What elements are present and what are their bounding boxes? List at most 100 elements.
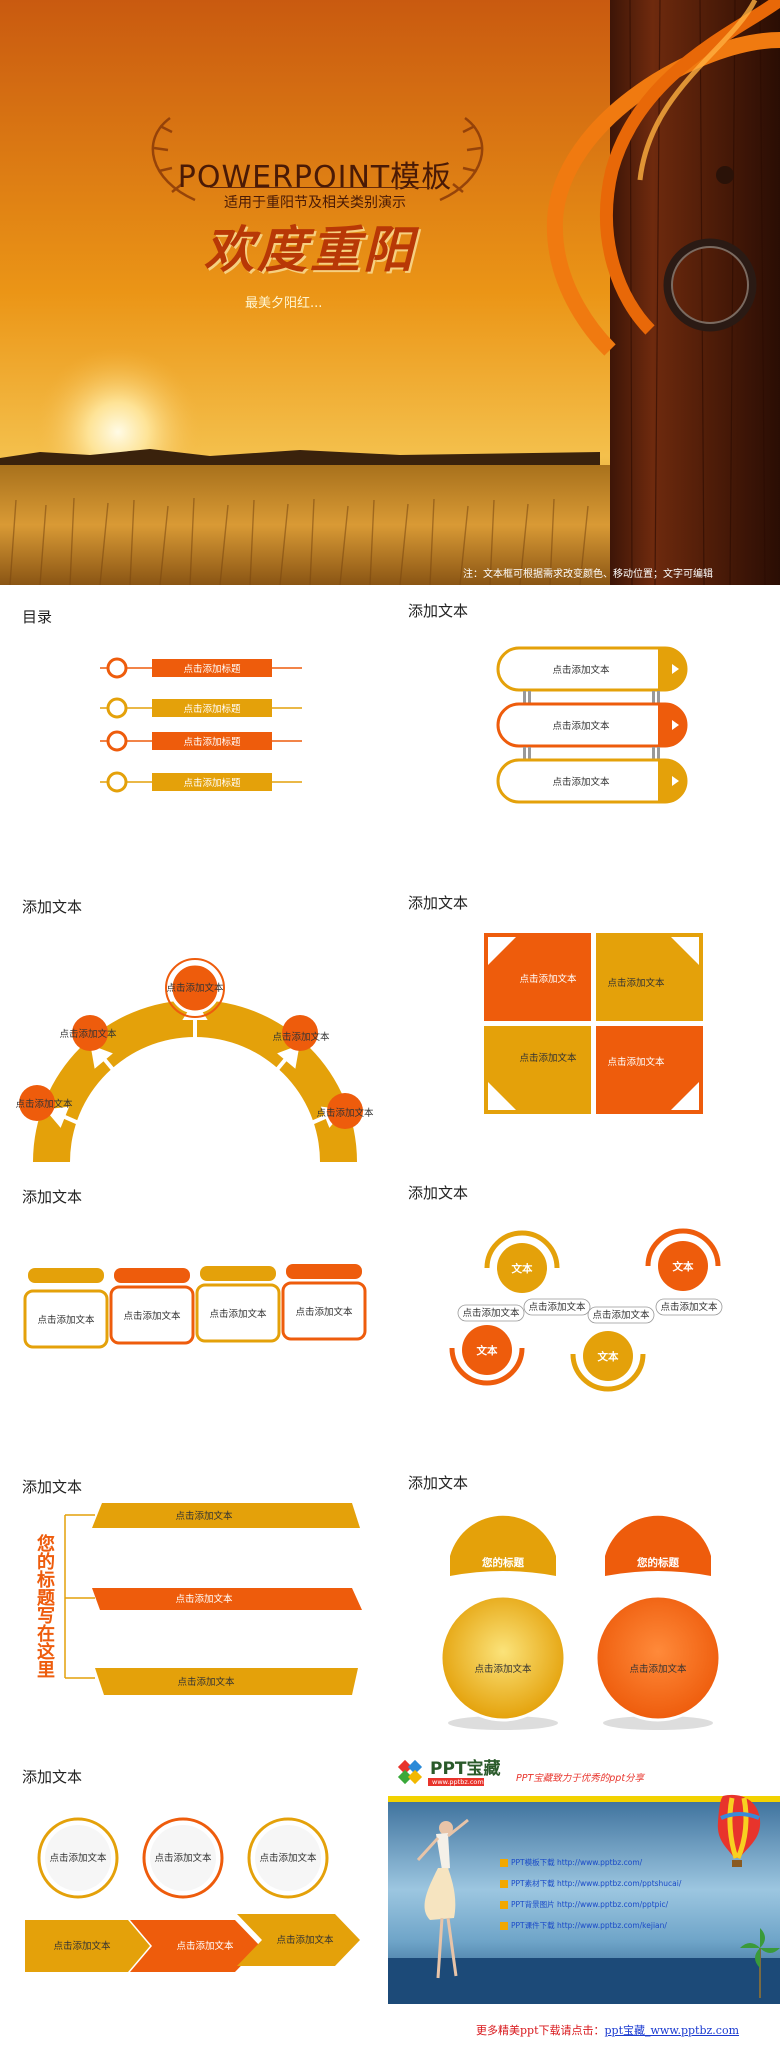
chevron-item-2[interactable]: 点击添加文本 <box>130 1920 260 1972</box>
card-2[interactable]: 点击添加文本 <box>109 1268 195 1345</box>
toc-label-3: 点击添加标题 <box>183 736 241 748</box>
cover-subtitle: 适用于重阳节及相关类别演示 <box>224 195 406 211</box>
grid-cell-4[interactable]: 点击添加文本 <box>596 1026 703 1114</box>
ad-link-1[interactable]: PPT模板下载 http://www.pptbz.com/ <box>500 1852 690 1873</box>
svg-text:点击添加文本: 点击添加文本 <box>123 1310 181 1322</box>
bubble-2[interactable]: 文本 <box>645 1228 721 1291</box>
slide-title: 添加文本 <box>22 898 83 916</box>
arc-label-4: 点击添加文本 <box>15 1098 73 1110</box>
ad-link-2[interactable]: PPT素材下载 http://www.pptbz.com/pptshucai/ <box>500 1873 690 1894</box>
svg-text:点击添加文本: 点击添加文本 <box>259 1852 317 1864</box>
svg-text:点击添加文本: 点击添加文本 <box>37 1314 95 1326</box>
play-arrow-icon <box>672 776 679 786</box>
slide-9: 添加文本 您的标题 点击添加文本 您的标题 点击添加文本 <box>388 1458 780 1746</box>
cover-art <box>0 0 780 585</box>
svg-text:点击添加文本: 点击添加文本 <box>154 1852 212 1864</box>
svg-text:点击添加文本: 点击添加文本 <box>175 1510 233 1522</box>
arc-label-2: 点击添加文本 <box>59 1028 117 1040</box>
slide-title: 目录 <box>22 608 53 626</box>
bullet-icon <box>500 1879 508 1888</box>
ad-slide: PPT宝藏 www.pptbz.com PPT宝藏致力于优秀的ppt分享 PPT… <box>388 1748 780 2047</box>
card-4[interactable]: 点击添加文本 <box>281 1264 367 1341</box>
bubble-4[interactable]: 文本 <box>570 1331 646 1392</box>
bubble-1[interactable]: 文本 <box>484 1230 560 1293</box>
grid-cell-1[interactable]: 点击添加文本 <box>484 933 591 1021</box>
balloon-icon <box>717 1794 761 1867</box>
cover-main-title: 欢度重阳 <box>204 221 416 279</box>
toc-item-1[interactable] <box>152 659 272 677</box>
slide-7: 添加文本 文本 文本 文本 文本 点击添加文本 点击添加文本 点击添加文本 点击… <box>388 1168 780 1456</box>
cover-tagline: 最美夕阳红... <box>245 296 323 311</box>
ball-item-1[interactable]: 您的标题 点击添加文本 <box>439 1515 567 1722</box>
svg-text:点击添加文本: 点击添加文本 <box>49 1852 107 1864</box>
bubble-label-3: 点击添加文本 <box>592 1309 650 1321</box>
pill-item-1[interactable]: 点击添加文本 <box>496 646 688 692</box>
brand-name: PPT宝藏 <box>430 1759 501 1779</box>
bullet-icon <box>500 1921 508 1930</box>
cover-note: 注：文本框可根据需求改变颜色、移动位置；文字可编辑 <box>463 569 713 580</box>
slide-title: 添加文本 <box>408 894 469 912</box>
grid-cell-2[interactable]: 点击添加文本 <box>596 933 703 1021</box>
ad-link-4[interactable]: PPT课件下载 http://www.pptbz.com/kejian/ <box>500 1915 690 1936</box>
bars-diagram: 点击添加文本 点击添加文本 点击添加文本 <box>64 1503 362 1695</box>
svg-text:点击添加文本: 点击添加文本 <box>607 1056 665 1068</box>
toc-item-2[interactable] <box>152 699 272 717</box>
svg-text:点击添加文本: 点击添加文本 <box>53 1940 111 1952</box>
svg-text:点击添加文本: 点击添加文本 <box>177 1676 235 1688</box>
svg-text:文本: 文本 <box>672 1260 694 1273</box>
svg-text:点击添加文本: 点击添加文本 <box>474 1663 532 1675</box>
bar-item-2[interactable]: 点击添加文本 <box>92 1588 362 1610</box>
bubble-label-1: 点击添加文本 <box>462 1307 520 1319</box>
ring-icon <box>106 697 128 719</box>
card-3[interactable]: 点击添加文本 <box>195 1266 281 1343</box>
dancer-figure <box>416 1818 469 1979</box>
grid-cell-3[interactable]: 点击添加文本 <box>484 1026 591 1114</box>
pinwheel-icon <box>740 1928 780 1998</box>
bubble-3[interactable]: 文本 <box>449 1325 525 1386</box>
pill-item-2[interactable]: 点击添加文本 <box>496 702 688 748</box>
svg-text:点击添加文本: 点击添加文本 <box>209 1308 267 1320</box>
bar-item-1[interactable]: 点击添加文本 <box>92 1503 360 1528</box>
circle-item-1[interactable]: 点击添加文本 <box>37 1817 119 1899</box>
cover-title: POWERPOINT模板 <box>177 160 453 195</box>
chevron-item-3[interactable]: 点击添加文本 <box>237 1914 360 1966</box>
toc-item-3[interactable] <box>152 732 272 750</box>
brand-url: www.pptbz.com <box>432 1778 484 1786</box>
ring-icon <box>106 657 128 679</box>
svg-text:点击添加文本: 点击添加文本 <box>176 1940 234 1952</box>
slide-title: 添加文本 <box>22 1478 83 1496</box>
pill-list: 点击添加文本 点击添加文本 点击添加文本 <box>496 646 688 804</box>
card-1[interactable]: 点击添加文本 <box>23 1268 109 1349</box>
svg-text:点击添加文本: 点击添加文本 <box>519 973 577 985</box>
toc-item-4[interactable] <box>152 773 272 791</box>
pill-label: 点击添加文本 <box>552 664 610 676</box>
circle-item-2[interactable]: 点击添加文本 <box>142 1817 224 1899</box>
toc-label-2: 点击添加标题 <box>183 703 241 715</box>
slide-8: 添加文本 您的标题写在这里 点击添加文本 点击添加文本 点击添加文本 <box>0 1458 386 1746</box>
slide-6: 添加文本 点击添加文本 点击添加文本 点击添加文本 点击添加文本 <box>0 1168 386 1456</box>
laurel-icon <box>151 116 484 202</box>
ad-link-3[interactable]: PPT背景图片 http://www.pptbz.com/pptpic/ <box>500 1894 690 1915</box>
svg-text:文本: 文本 <box>511 1262 533 1275</box>
bullet-icon <box>500 1858 508 1867</box>
circles-chevrons: 点击添加文本 点击添加文本 点击添加文本 点击添加文本 点击添加文本 点击添加文… <box>25 1817 360 1972</box>
cover-slide: POWERPOINT模板 适用于重阳节及相关类别演示 欢度重阳 最美夕阳红...… <box>0 0 780 585</box>
slide-title: 添加文本 <box>408 602 469 620</box>
cards-diagram: 点击添加文本 点击添加文本 点击添加文本 点击添加文本 <box>23 1264 367 1349</box>
slide-title: 添加文本 <box>22 1768 83 1786</box>
slide-3: 添加文本 点击添加文本 点击添加文本 点击添加文本 <box>388 588 780 876</box>
play-arrow-icon <box>672 720 679 730</box>
footer-link[interactable]: ppt宝藏_www.pptbz.com <box>604 2024 740 2037</box>
slide-title: 添加文本 <box>22 1188 83 1206</box>
slide-5: 添加文本 点击添加文本 点击添加文本 点击添加文本 点击添加文本 <box>388 878 780 1166</box>
svg-text:您的标题: 您的标题 <box>482 1556 524 1569</box>
svg-text:点击添加文本: 点击添加文本 <box>629 1663 687 1675</box>
chevron-item-1[interactable]: 点击添加文本 <box>25 1920 150 1972</box>
svg-text:您的标题: 您的标题 <box>637 1556 679 1569</box>
circle-item-3[interactable]: 点击添加文本 <box>247 1817 329 1899</box>
ball-item-2[interactable]: 您的标题 点击添加文本 <box>594 1515 722 1722</box>
pill-item-3[interactable]: 点击添加文本 <box>496 758 688 804</box>
bar-item-3[interactable]: 点击添加文本 <box>95 1668 358 1695</box>
arc-label-3: 点击添加文本 <box>272 1031 330 1043</box>
ring-icon <box>106 730 128 752</box>
